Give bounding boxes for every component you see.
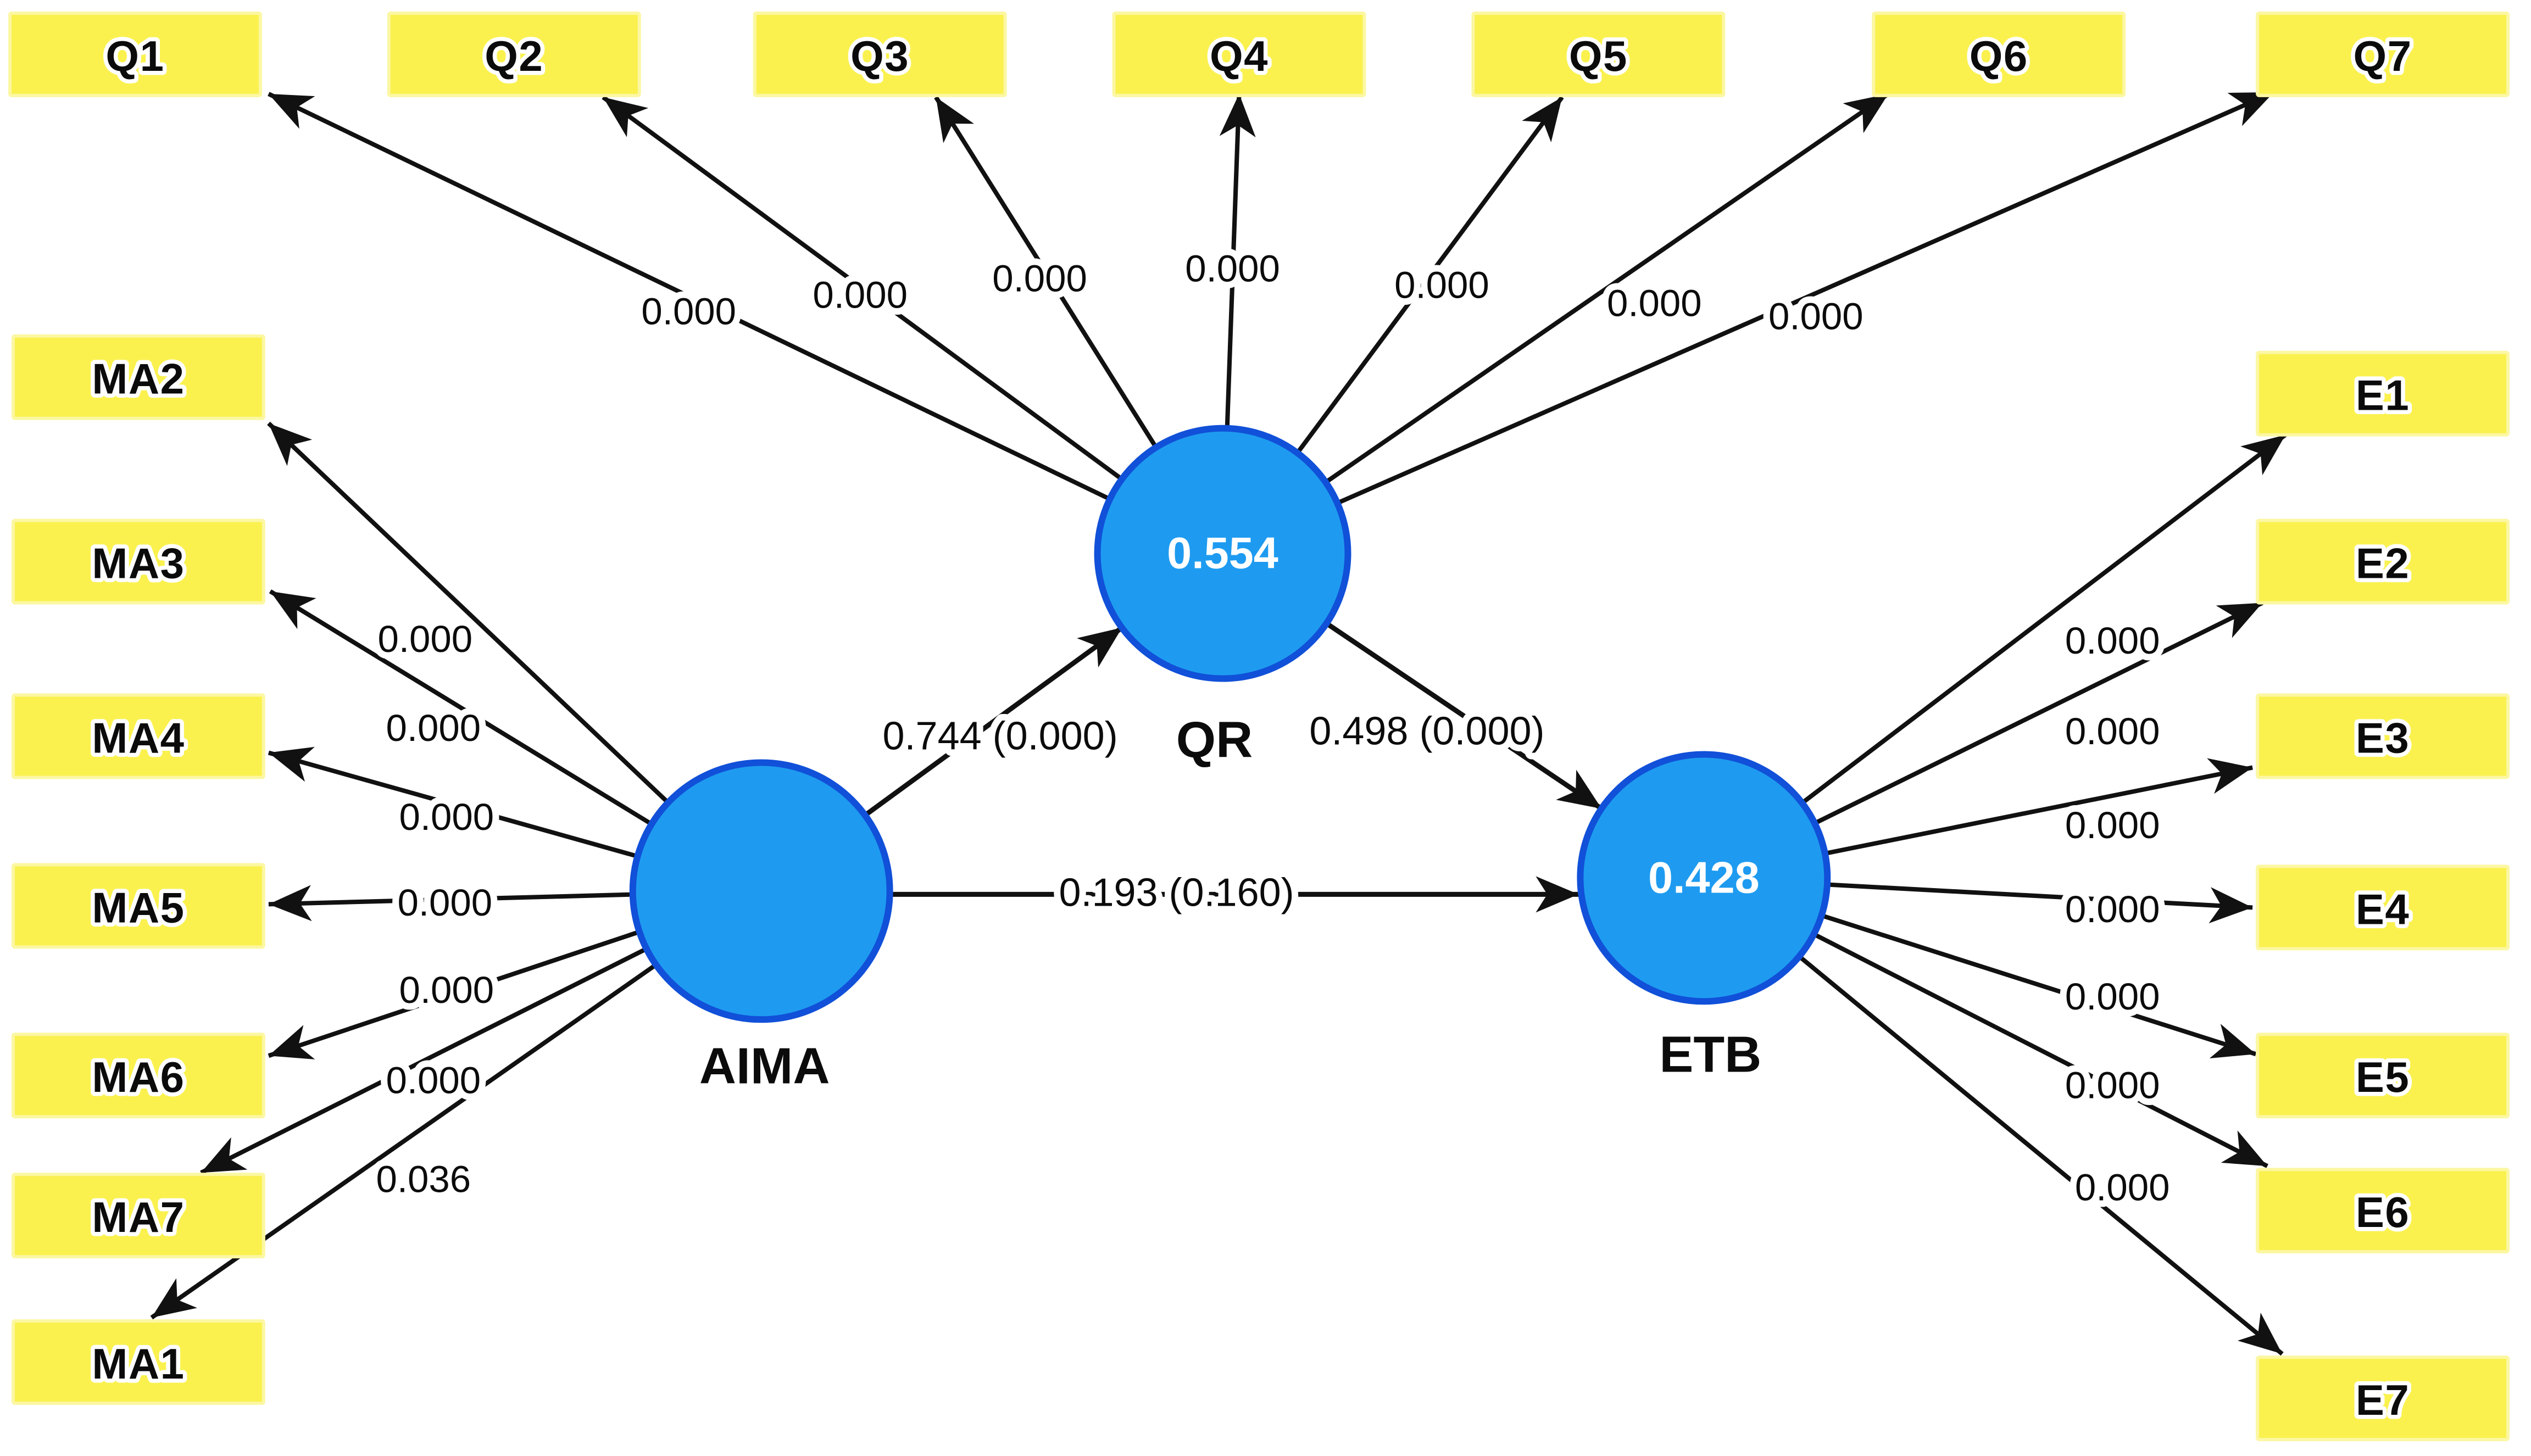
indicator-label-MA1: MA1 — [92, 1340, 185, 1388]
indicator-label-E3: E3 — [2356, 713, 2410, 762]
loading-MA6: 0.000 — [399, 969, 494, 1011]
indicator-box-Q4 — [1112, 11, 1366, 97]
indicator-label-E4: E4 — [2356, 885, 2410, 933]
indicator-label-Q5: Q5 — [1569, 32, 1628, 80]
arrow-QR-Q7 — [1221, 90, 2275, 556]
path-coefficient-labels: 0.744 (0.000) 0.193 (0.160) 0.498 (0.000… — [876, 703, 1551, 922]
loading-MA2: 0.000 — [378, 618, 473, 660]
indicator-label-Q1: Q1 — [105, 32, 164, 80]
r2-value-ETB: 0.428 — [1648, 853, 1760, 902]
loading-MA3: 0.000 — [386, 707, 481, 749]
indicator-box-Q2 — [387, 11, 641, 97]
r2-value-QR: 0.554 — [1167, 529, 1278, 578]
indicator-box-E1 — [2256, 350, 2510, 437]
indicator-label-Q7: Q7 — [2354, 32, 2412, 80]
indicator-box-Q6 — [1872, 11, 2126, 97]
indicator-label-MA4: MA4 — [92, 713, 185, 762]
loading-E5: 0.000 — [2065, 975, 2160, 1018]
indicator-label-Q6: Q6 — [1970, 32, 2028, 80]
latent-name-QR: QR — [1176, 711, 1253, 768]
loading-Q1: 0.000 — [641, 290, 736, 332]
indicator-label-MA2: MA2 — [92, 355, 185, 403]
indicator-box-E6 — [2256, 1168, 2510, 1254]
indicator-label-MA3: MA3 — [92, 539, 185, 588]
indicator-label-MA5: MA5 — [92, 883, 185, 931]
arrow-QR-Q6 — [1221, 92, 1890, 555]
indicator-box-MA2 — [11, 334, 265, 420]
indicator-box-MA7 — [11, 1173, 265, 1259]
indicator-box-MA5 — [11, 863, 265, 949]
indicator-label-E7: E7 — [2356, 1376, 2410, 1424]
path-coef-QR-ETB: 0.498 (0.000) — [1309, 710, 1544, 754]
loading-E3: 0.000 — [2065, 804, 2160, 846]
indicator-box-E3 — [2256, 693, 2510, 779]
loading-MA4: 0.000 — [399, 796, 494, 838]
loading-Q6: 0.000 — [1607, 282, 1702, 324]
loading-MA1: 0.036 — [376, 1158, 471, 1201]
path-coef-AIMA-ETB: 0.193 (0.160) — [1059, 871, 1294, 914]
loading-labels-right: 0.000 0.000 0.000 0.000 0.000 0.000 0.00… — [2059, 613, 2177, 1215]
latent-circle-ETB — [1577, 751, 1831, 1005]
indicator-label-Q4: Q4 — [1210, 32, 1269, 80]
indicator-label-Q2: Q2 — [485, 32, 543, 80]
indicator-label-Q3: Q3 — [850, 32, 909, 80]
latent-constructs: 0.554 0.428 QR AIMA ETB — [629, 425, 1831, 1099]
loading-E2: 0.000 — [2065, 710, 2160, 752]
indicator-label-E2: E2 — [2356, 539, 2410, 588]
indicator-box-E7 — [2256, 1355, 2510, 1442]
indicator-box-E4 — [2256, 864, 2510, 951]
arrow-QR-Q1 — [268, 92, 1224, 556]
latent-name-ETB: ETB — [1659, 1025, 1761, 1083]
indicator-box-E2 — [2256, 518, 2510, 605]
loading-Q7: 0.000 — [1768, 295, 1864, 337]
indicator-box-MA6 — [11, 1033, 265, 1119]
loading-Q4: 0.000 — [1185, 247, 1280, 289]
latent-circle-AIMA — [629, 759, 893, 1023]
indicator-label-E1: E1 — [2356, 371, 2410, 420]
path-coef-AIMA-QR: 0.744 (0.000) — [883, 714, 1118, 758]
latent-name-AIMA: AIMA — [699, 1037, 830, 1094]
indicator-column-right: E1 E2 E3 E4 E5 E6 E7 — [2256, 350, 2510, 1442]
indicator-box-Q3 — [753, 11, 1007, 97]
loading-Q5: 0.000 — [1394, 264, 1489, 306]
loading-E6: 0.000 — [2065, 1064, 2160, 1107]
indicator-column-left: MA2 MA3 MA4 MA5 MA6 MA7 MA1 — [11, 334, 265, 1405]
loading-labels-top: 0.000 0.000 0.000 0.000 0.000 0.000 0.00… — [635, 241, 1870, 344]
indicator-box-Q1 — [8, 11, 262, 97]
indicator-label-E6: E6 — [2356, 1188, 2410, 1236]
indicator-box-Q5 — [1471, 11, 1726, 97]
loading-Q2: 0.000 — [813, 274, 908, 316]
indicator-box-MA1 — [11, 1319, 265, 1405]
indicator-box-MA4 — [11, 693, 265, 779]
indicator-label-MA6: MA6 — [92, 1053, 185, 1101]
indicator-row-top: Q1 Q2 Q3 Q4 Q5 Q6 Q7 — [8, 11, 2510, 97]
loading-MA5: 0.000 — [398, 882, 493, 924]
loading-E4: 0.000 — [2065, 888, 2160, 930]
loading-Q3: 0.000 — [992, 257, 1087, 299]
loading-labels-left: 0.000 0.000 0.000 0.000 0.000 0.000 0.03… — [370, 611, 501, 1207]
loading-E1: 0.000 — [2065, 620, 2160, 662]
indicator-label-MA7: MA7 — [92, 1193, 185, 1241]
indicator-box-MA3 — [11, 518, 265, 605]
loading-E7: 0.000 — [2075, 1167, 2170, 1209]
indicator-box-E5 — [2256, 1033, 2510, 1119]
loading-MA7: 0.000 — [386, 1059, 481, 1102]
indicator-label-E5: E5 — [2356, 1053, 2410, 1101]
indicator-box-Q7 — [2256, 11, 2510, 97]
latent-circle-QR — [1094, 425, 1351, 682]
